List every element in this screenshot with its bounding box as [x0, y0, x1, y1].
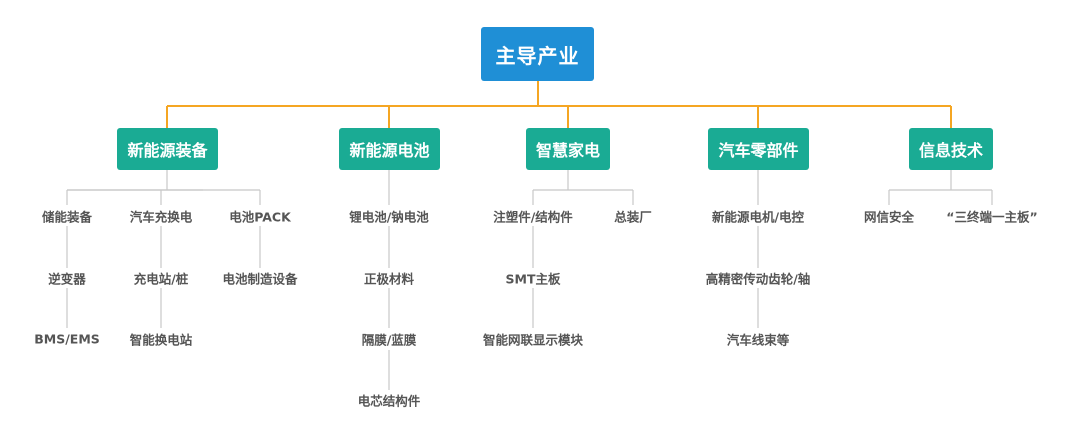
leaf-node: SMT主板 — [505, 271, 561, 287]
leaf-node: 锂电池/钠电池 — [349, 209, 429, 225]
category-label: 新能源电池 — [349, 141, 430, 160]
category-node-new-energy-equipment: 新能源装备 — [117, 128, 218, 170]
category-node-new-energy-battery: 新能源电池 — [339, 128, 440, 170]
leaf-node: “三终端一主板” — [946, 209, 1038, 225]
leaf-node: 逆变器 — [48, 271, 86, 287]
category-label: 汽车零部件 — [718, 141, 799, 160]
leaf-node: 隔膜/蓝膜 — [361, 332, 417, 348]
leaf-node: 新能源电机/电控 — [711, 209, 805, 225]
category-label: 智慧家电 — [535, 141, 600, 160]
leaf-node: 电芯结构件 — [357, 393, 421, 409]
root-node-label: 主导产业 — [495, 43, 580, 68]
category-node-auto-parts: 汽车零部件 — [708, 128, 809, 170]
leaf-node: 注塑件/结构件 — [493, 209, 573, 225]
leaf-node: 总装厂 — [614, 209, 652, 225]
category-node-smart-appliances: 智慧家电 — [526, 128, 610, 170]
leaf-node: 汽车线束等 — [726, 332, 790, 348]
leaf-node: 智能网联显示模块 — [482, 332, 584, 348]
leaf-node: 电池制造设备 — [222, 271, 298, 287]
category-label: 信息技术 — [918, 141, 983, 160]
leaf-node: 智能换电站 — [129, 332, 193, 348]
leaf-node: 正极材料 — [363, 271, 415, 287]
leaf-node: 电池PACK — [229, 209, 291, 225]
leaf-node: 网信安全 — [863, 209, 915, 225]
leaf-node: 充电站/桩 — [133, 271, 189, 287]
leaf-node: 储能装备 — [41, 209, 93, 225]
leaf-node: BMS/EMS — [34, 331, 100, 347]
leaf-node: 汽车充换电 — [129, 209, 193, 225]
leaf-node: 高精密传动齿轮/轴 — [705, 271, 811, 287]
root-node: 主导产业 — [481, 27, 594, 81]
category-node-info-tech: 信息技术 — [909, 128, 993, 170]
category-label: 新能源装备 — [127, 141, 208, 160]
